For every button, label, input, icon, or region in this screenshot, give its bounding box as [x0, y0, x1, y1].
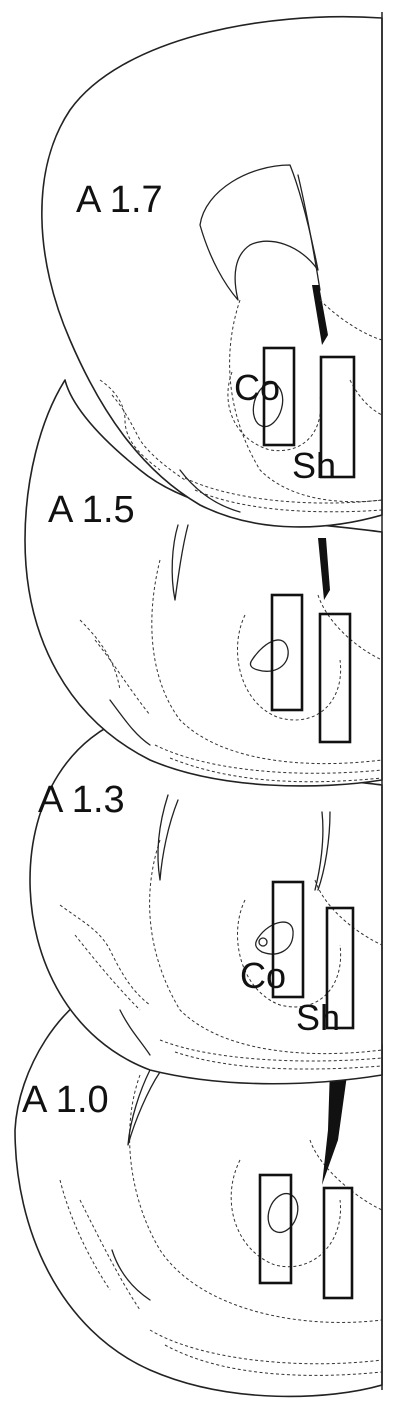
section-a13-core-dot — [258, 937, 268, 947]
section-a13-dashed-4 — [237, 899, 342, 1008]
section-a13-midline-notch — [314, 811, 331, 891]
section-a13-shell-box — [325, 906, 355, 1030]
section-a13-dashed-2 — [59, 904, 151, 1011]
section-a15-shell-box — [318, 612, 352, 744]
section-a17-label: A 1.7 — [76, 179, 163, 221]
section-a17-core-contour — [252, 382, 284, 428]
section-a15-dashed-1 — [151, 559, 383, 765]
section-a17-dashed-2 — [99, 379, 186, 481]
section-a15-cortex-edge — [109, 699, 151, 746]
section-a17-dashed-5 — [319, 299, 383, 416]
section-a17-core-box — [262, 346, 296, 447]
section-a17-ventricle-outer — [199, 164, 319, 301]
section-a15-label: A 1.5 — [48, 489, 135, 531]
section-a10-dashed-2 — [59, 1179, 141, 1311]
section-a17-dashed-4 — [227, 371, 322, 452]
section-a13-ventricle-dash — [314, 879, 383, 946]
section-a17-shell-label: Sh — [292, 445, 336, 486]
section-a17-dashed-3 — [184, 477, 383, 513]
section-a13-core-label: Co — [240, 955, 286, 996]
section-a17-cortex-edge — [179, 469, 241, 513]
section-a17-dashed-1 — [229, 299, 383, 503]
section-a17: A 1.7 Co Sh — [41, 15, 383, 528]
section-a10-cortex-edge — [111, 1249, 151, 1301]
section-a13-shell-label: Sh — [296, 997, 340, 1038]
section-a10-shell-box — [322, 1186, 354, 1300]
section-a15-dashed-2 — [79, 619, 151, 716]
section-a15-dashed-3 — [154, 744, 383, 783]
section-a13: A 1.3 Co Sh — [29, 714, 383, 1085]
section-a17-ventricle-inner — [297, 174, 321, 291]
section-a10-core-box — [258, 1173, 293, 1285]
section-a10-dashed-3 — [149, 1329, 383, 1376]
section-a15-dashed-4 — [237, 614, 342, 721]
section-a17-midline-wedge — [312, 285, 328, 345]
section-a10-ventricle-dash — [309, 1139, 383, 1211]
section-a10-label: A 1.0 — [22, 1079, 109, 1121]
section-a10-midline-wedge — [322, 1068, 348, 1185]
section-a15: A 1.5 — [24, 379, 383, 787]
section-a13-ventricle — [157, 794, 179, 881]
section-a17-shell-box — [319, 355, 356, 479]
section-a13-cortex-edge — [119, 1009, 151, 1056]
section-a13-label: A 1.3 — [38, 779, 125, 821]
section-a10-ventricle — [127, 1069, 161, 1146]
section-a13-dashed-3 — [159, 1039, 383, 1070]
section-a13-core-box — [271, 880, 305, 999]
section-a15-ventricle — [171, 524, 189, 601]
section-a15-core-contour — [249, 639, 289, 672]
section-a15-core-box — [270, 593, 304, 712]
section-a13-dashed-1 — [149, 839, 383, 1055]
section-a10-dashed-4 — [230, 1159, 342, 1268]
section-a17-core-label: Co — [234, 367, 280, 408]
section-a13-core-contour — [255, 921, 294, 955]
section-a17-outline — [41, 15, 383, 528]
section-a15-midline-wedge — [318, 538, 330, 600]
